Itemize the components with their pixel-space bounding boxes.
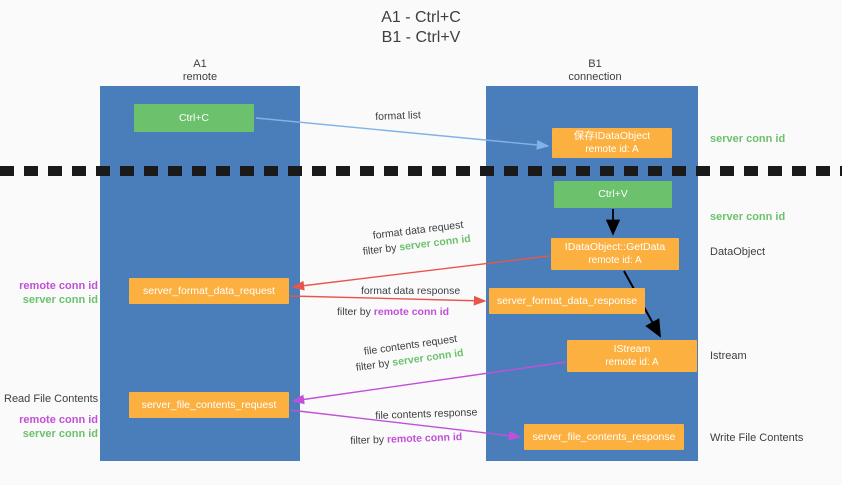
node-label: server_file_contents_response — [532, 430, 676, 443]
filter-prefix: filter by — [355, 356, 394, 374]
edge-label-format-list: format list — [375, 109, 421, 123]
node-server-format-data-request[interactable]: server_format_data_request — [129, 278, 289, 304]
node-ctrl-c[interactable]: Ctrl+C — [134, 104, 254, 132]
node-server-format-data-response[interactable]: server_format_data_response — [489, 288, 645, 314]
node-server-file-contents-response[interactable]: server_file_contents_response — [524, 424, 684, 450]
node-server-file-contents-request[interactable]: server_file_contents_request — [129, 392, 289, 418]
node-sublabel: remote id: A — [585, 144, 639, 155]
node-label: IDataObject::GetData — [564, 241, 666, 253]
filter-prefix: filter by — [362, 241, 401, 258]
node-label: server_format_data_request — [143, 284, 275, 297]
lane-header-b1: B1 connection — [568, 58, 622, 83]
node-sublabel: remote id: A — [588, 255, 642, 266]
section-divider — [0, 166, 842, 176]
caption-server-conn-id-top: server conn id — [710, 133, 786, 145]
node-label: Ctrl+V — [598, 188, 628, 200]
caption-istream: Istream — [710, 350, 747, 362]
edge-label-format-data-response-filter: filter by remote conn id — [337, 305, 449, 319]
filter-prefix: filter by — [350, 433, 388, 447]
caption-read-file-contents: Read File Contents — [4, 393, 99, 405]
node-save-idataobject[interactable]: 保存IDataObject remote id: A — [552, 128, 672, 158]
caption-server-conn-id: server conn id — [22, 294, 98, 306]
caption-remote-conn-id-2: remote conn id — [19, 414, 98, 426]
lane-header-a1: A1 remote — [182, 58, 218, 83]
node-ctrl-v[interactable]: Ctrl+V — [554, 181, 672, 208]
filter-key: remote conn id — [386, 431, 463, 446]
caption-write-file-contents: Write File Contents — [710, 432, 804, 444]
caption-left-conn-ids-lower: remote conn id server conn id — [8, 413, 98, 441]
caption-server-conn-id-2: server conn id — [22, 428, 98, 440]
node-sublabel: remote id: A — [605, 357, 659, 368]
node-label: server_format_data_response — [496, 294, 638, 307]
filter-key: remote conn id — [373, 306, 450, 318]
node-idataobject-getdata[interactable]: IDataObject::GetData remote id: A — [551, 238, 679, 270]
edge-label-format-data-response: format data response — [361, 285, 461, 297]
node-label: 保存IDataObject — [573, 130, 651, 142]
node-label: IStream — [613, 343, 651, 355]
node-label: Ctrl+C — [178, 111, 210, 124]
node-label: server_file_contents_request — [141, 398, 277, 411]
caption-server-conn-id-mid: server conn id — [710, 211, 786, 223]
caption-dataobject: DataObject — [710, 246, 766, 258]
filter-prefix: filter by — [337, 306, 374, 318]
caption-remote-conn-id: remote conn id — [19, 280, 98, 292]
page-title: A1 - Ctrl+C B1 - Ctrl+V — [381, 9, 461, 46]
edge-label-file-contents-response: file contents response — [375, 406, 478, 422]
edge-label-file-contents-response-filter: filter by remote conn id — [350, 430, 462, 448]
caption-left-conn-ids-upper: remote conn id server conn id — [8, 279, 98, 307]
node-istream[interactable]: IStream remote id: A — [567, 340, 697, 372]
